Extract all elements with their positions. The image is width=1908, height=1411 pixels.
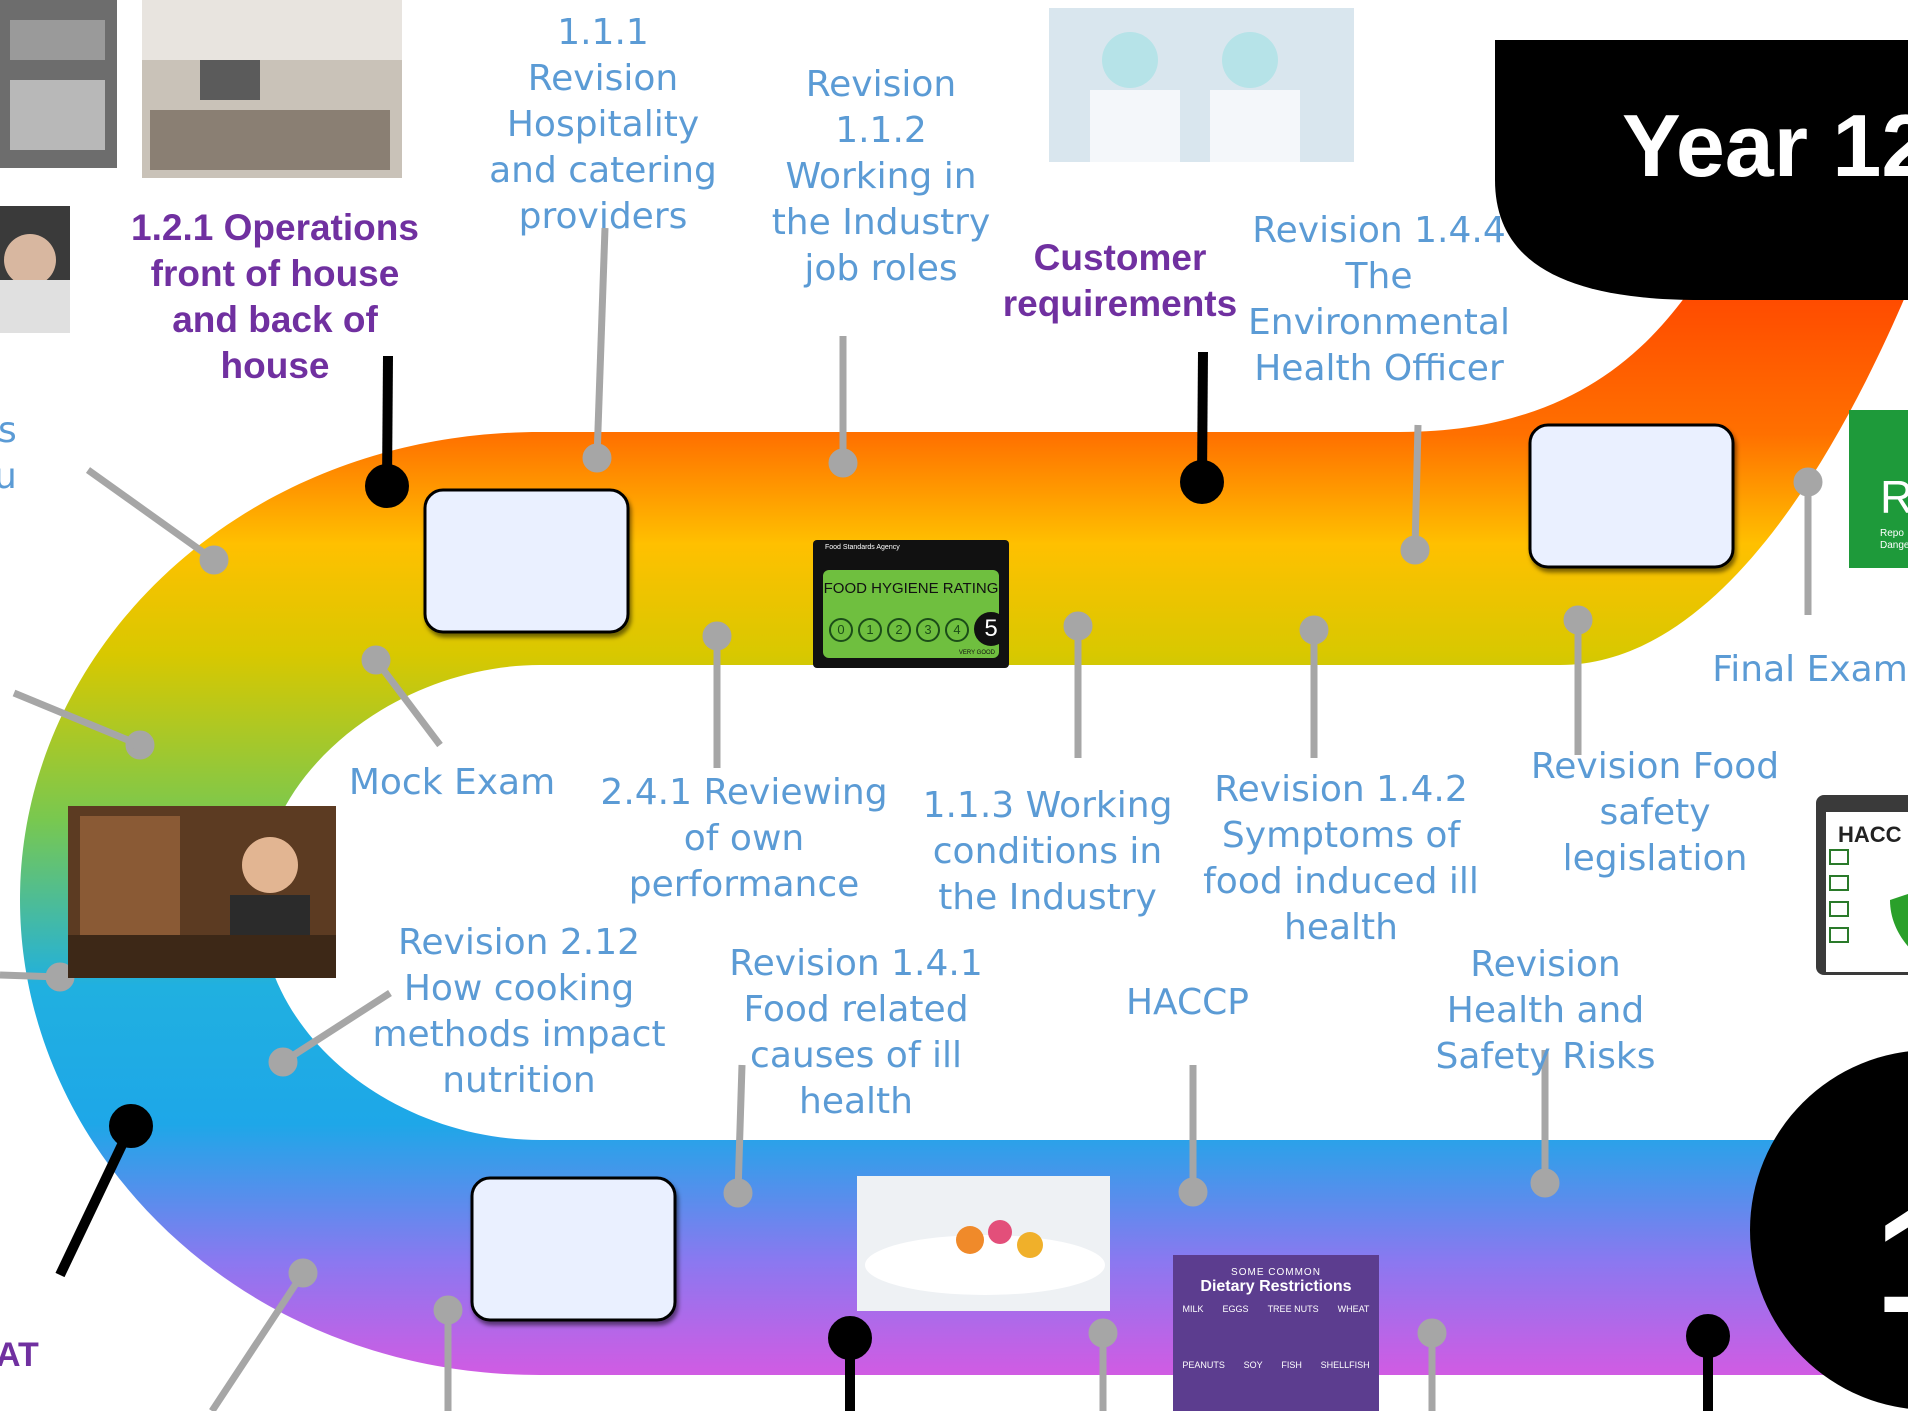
label-rev-1-1-3: 1.1.3 Working conditions in the Industry [922,785,1173,918]
haccp-board-title: HACC [1838,822,1902,847]
year-circle-digit: 1 [1875,1180,1908,1340]
hygiene-score-1: 1 [858,618,882,642]
label-operations: 1.2.1 Operations front of house and back… [131,207,419,386]
diet-row-2: PEANUTS SOY FISH SHELLFISH [1173,1360,1379,1370]
photo-kitchen [0,0,117,168]
milestone-box-2 [1528,423,1735,569]
hygiene-panel [823,570,999,658]
label-rev-1-1-2: Revision 1.1.2 Working in the Industry j… [771,64,991,289]
title-banner [1495,40,1908,300]
photo-lab-workers [1049,8,1354,162]
year-circle [1750,1051,1908,1409]
page-title: Year 12 [1622,96,1908,195]
label-rev-health-safety: Revision Health and Safety Risks [1435,944,1656,1077]
diet-row-1: MILK EGGS TREE NUTS WHEAT [1173,1304,1379,1314]
hygiene-title: FOOD HYGIENE RATING [823,580,999,597]
label-rev-1-4-1: Revision 1.4.1 Food related causes of il… [729,943,983,1122]
label-final-exam: Final Exam [1712,649,1908,690]
black-connectors [55,351,1730,1411]
label-rev-1-4-4: Revision 1.4.4 The Environmental Health … [1248,210,1510,389]
label-rev-1-1-1: 1.1.1 Revision Hospitality and catering … [489,12,717,237]
riddor-sign-bg [1849,410,1908,568]
diet-title: Dietary Restrictions [1200,1278,1352,1295]
road-segment-curve [20,432,540,1375]
diet-item: EGGS [1222,1304,1249,1314]
diet-item: SOY [1243,1360,1263,1370]
diet-item: SHELLFISH [1320,1360,1370,1370]
label-rev-1-4-2: Revision 1.4.2 Symptoms of food induced … [1203,769,1479,948]
label-cropped-u: u [0,456,17,497]
hygiene-score-0: 0 [829,618,853,642]
photo-bartender [68,806,336,978]
grey-connectors [0,227,1823,1411]
food-hygiene-rating-sign: Food Standards Agency FOOD HYGIENE RATIN… [813,540,1009,668]
label-rev-2-12: Revision 2.12 How cooking methods impact… [372,922,666,1101]
diet-item: PEANUTS [1182,1360,1225,1370]
haccp-board-bg [1816,795,1908,975]
label-mock-exam: Mock Exam [348,762,556,803]
riddor-text: Repo Dange [1880,528,1908,551]
photo-plated-dish [857,1176,1110,1311]
label-rev-food-safety: Revision Food safety legislation [1530,746,1780,879]
milestone-box-1 [423,488,630,634]
photo-restaurant [142,0,402,178]
label-cropped-at: AT [0,1336,39,1374]
label-rev-2-4-1: 2.4.1 Reviewing of own performance [600,772,888,905]
hygiene-score-5: 5 [974,612,1008,646]
hygiene-caption: VERY GOOD [958,650,995,656]
riddor-letter: R [1880,471,1908,523]
hygiene-score-2: 2 [887,618,911,642]
hygiene-score-3: 3 [916,618,940,642]
hygiene-agency: Food Standards Agency [825,544,900,551]
hygiene-scores: 0 1 2 3 4 5 [829,612,1008,646]
milestone-box-3 [470,1176,677,1322]
photo-chef-side [0,206,70,333]
diet-subtitle: SOME COMMON [1231,1267,1321,1278]
dietary-restrictions-poster: SOME COMMON Dietary Restrictions MILK EG… [1173,1255,1379,1411]
label-haccp: HACCP [1125,982,1250,1023]
diet-item: TREE NUTS [1267,1304,1319,1314]
label-cropped-s: s [0,410,17,451]
diet-item: FISH [1281,1360,1302,1370]
hygiene-score-4: 4 [945,618,969,642]
label-customer-requirements: Customer requirements [1002,237,1238,324]
diet-item: MILK [1182,1304,1204,1314]
diet-item: WHEAT [1337,1304,1370,1314]
